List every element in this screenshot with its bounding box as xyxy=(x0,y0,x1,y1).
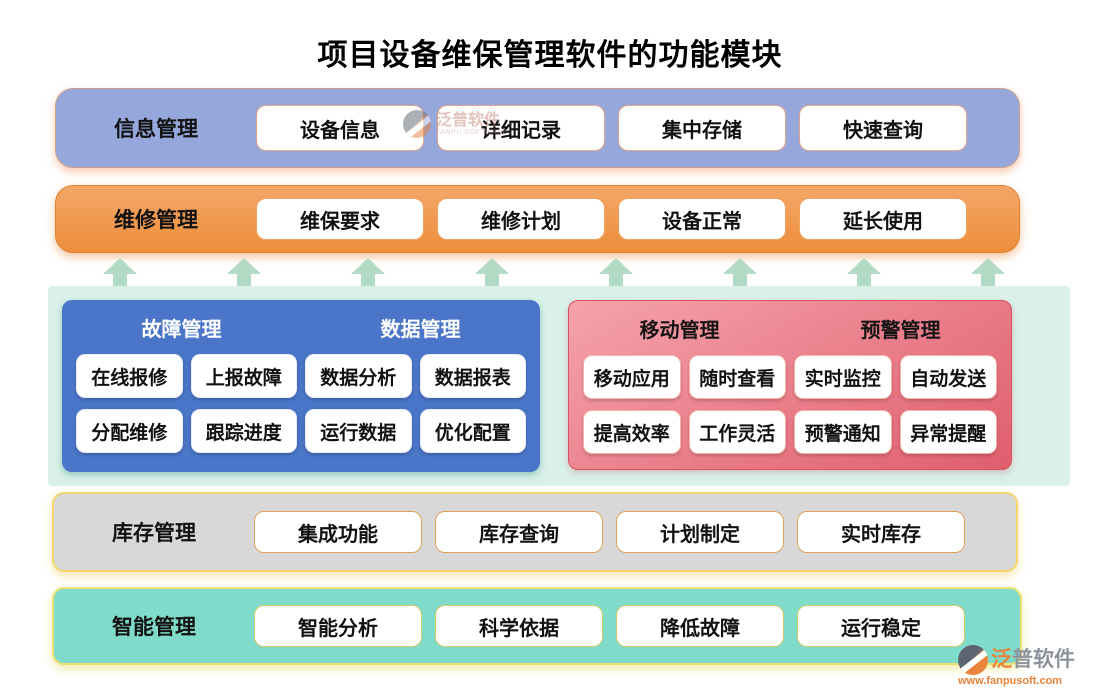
panel-button: 预警通知 xyxy=(794,410,892,454)
panel-header-data: 数据管理 xyxy=(380,319,461,341)
panel-button: 运行数据 xyxy=(305,409,412,453)
up-arrow-icon xyxy=(599,258,633,286)
panel-fault-data-management: 故障管理 数据管理 在线报修 上报故障 数据分析 数据报表 分配维修 跟踪进度 … xyxy=(62,300,540,472)
up-arrow-icon xyxy=(971,258,1005,286)
panel-header-alert: 预警管理 xyxy=(860,320,941,342)
band-button: 运行稳定 xyxy=(797,605,965,647)
band-button: 快速查询 xyxy=(799,105,967,151)
panel-button: 数据分析 xyxy=(305,354,412,398)
up-arrow-icon xyxy=(227,258,261,286)
panel-header-mobile: 移动管理 xyxy=(639,320,720,342)
up-arrow-icon xyxy=(103,258,137,286)
band-inventory-label: 库存管理 xyxy=(112,522,196,545)
band-smart-label: 智能管理 xyxy=(112,616,196,639)
band-button: 集中存储 xyxy=(618,105,786,151)
band-inventory-buttons: 集成功能 库存查询 计划制定 实时库存 xyxy=(254,511,965,553)
band-info-buttons: 设备信息 详细记录 集中存储 快速查询 xyxy=(256,105,967,151)
band-repair-management: 维修管理 维保要求 维修计划 设备正常 延长使用 xyxy=(55,185,1020,253)
band-smart-buttons: 智能分析 科学依据 降低故障 运行稳定 xyxy=(254,605,965,647)
up-arrow-icon xyxy=(351,258,385,286)
band-inventory-management: 库存管理 集成功能 库存查询 计划制定 实时库存 xyxy=(52,492,1018,572)
fanpu-logo-icon xyxy=(958,645,988,675)
band-button: 智能分析 xyxy=(254,605,422,647)
panel-button: 数据报表 xyxy=(419,354,526,398)
panel-button: 实时监控 xyxy=(794,355,892,399)
band-info-management: 信息管理 设备信息 详细记录 集中存储 快速查询 xyxy=(55,88,1020,168)
brand-url: www.fanpusoft.com xyxy=(958,675,1063,687)
band-button: 维保要求 xyxy=(256,198,424,240)
watermark-bottom-right: 泛普软件 www.fanpusoft.com xyxy=(958,645,1098,687)
panel-button: 异常提醒 xyxy=(899,410,997,454)
panel-button: 分配维修 xyxy=(76,409,183,453)
band-button: 科学依据 xyxy=(435,605,603,647)
panel-button: 自动发送 xyxy=(899,355,997,399)
brand-name: 泛普软件 xyxy=(991,648,1075,671)
panel-button: 优化配置 xyxy=(419,409,526,453)
middle-section: 故障管理 数据管理 在线报修 上报故障 数据分析 数据报表 分配维修 跟踪进度 … xyxy=(48,286,1070,486)
panel-header-fault: 故障管理 xyxy=(141,319,222,341)
band-button: 库存查询 xyxy=(435,511,603,553)
panel-button: 随时查看 xyxy=(688,355,786,399)
band-button: 延长使用 xyxy=(799,198,967,240)
band-button: 维修计划 xyxy=(437,198,605,240)
up-arrow-icon xyxy=(723,258,757,286)
band-button: 实时库存 xyxy=(797,511,965,553)
band-button: 详细记录 xyxy=(437,105,605,151)
panel-mobile-alert-management: 移动管理 预警管理 移动应用 随时查看 实时监控 自动发送 提高效率 工作灵活 … xyxy=(568,300,1012,470)
page-title: 项目设备维保管理软件的功能模块 xyxy=(317,39,783,72)
band-button: 计划制定 xyxy=(616,511,784,553)
up-arrow-icon xyxy=(847,258,881,286)
band-repair-label: 维修管理 xyxy=(114,209,198,232)
panel-button: 移动应用 xyxy=(583,355,681,399)
panel-button: 上报故障 xyxy=(190,354,297,398)
band-button: 降低故障 xyxy=(616,605,784,647)
up-arrow-icon xyxy=(475,258,509,286)
band-info-label: 信息管理 xyxy=(114,118,198,141)
panel-button: 提高效率 xyxy=(583,410,681,454)
band-smart-management: 智能管理 智能分析 科学依据 降低故障 运行稳定 xyxy=(52,587,1022,665)
band-repair-buttons: 维保要求 维修计划 设备正常 延长使用 xyxy=(256,198,967,240)
band-button: 集成功能 xyxy=(254,511,422,553)
band-button: 设备信息 xyxy=(256,105,424,151)
panel-button: 工作灵活 xyxy=(688,410,786,454)
panel-button: 在线报修 xyxy=(76,354,183,398)
panel-button: 跟踪进度 xyxy=(190,409,297,453)
band-button: 设备正常 xyxy=(618,198,786,240)
